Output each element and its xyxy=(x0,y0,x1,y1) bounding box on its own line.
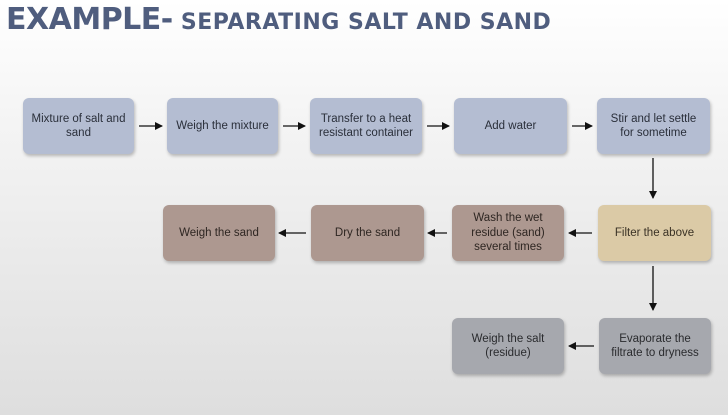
step-mixture: Mixture of salt and sand xyxy=(23,98,134,154)
step-evaporate-label: Evaporate the filtrate to dryness xyxy=(611,332,699,360)
step-add-water-label: Add water xyxy=(484,119,537,132)
step-wash-residue-label: Wash the wet residue (sand) several time… xyxy=(471,212,545,254)
title-rest: SEPARATING SALT AND SAND xyxy=(172,10,552,35)
step-weigh-mixture: Weigh the mixture xyxy=(167,98,278,154)
step-dry-sand: Dry the sand xyxy=(311,205,424,261)
step-weigh-salt: Weigh the salt (residue) xyxy=(452,318,564,374)
step-weigh-sand: Weigh the sand xyxy=(163,205,275,261)
step-add-water: Add water xyxy=(454,98,567,154)
step-weigh-salt-label: Weigh the salt (residue) xyxy=(471,332,545,360)
step-filter: Filter the above xyxy=(598,205,711,261)
step-wash-residue: Wash the wet residue (sand) several time… xyxy=(452,205,564,261)
step-dry-sand-label: Dry the sand xyxy=(334,226,401,239)
step-weigh-mixture-label: Weigh the mixture xyxy=(176,119,269,132)
step-transfer: Transfer to a heat resistant container xyxy=(310,98,422,154)
step-mixture-label: Mixture of salt and sand xyxy=(31,112,126,140)
title-prefix: EXAMPLE- xyxy=(6,2,173,37)
step-filter-label: Filter the above xyxy=(614,226,695,239)
step-stir-settle: Stir and let settle for sometime xyxy=(597,98,710,154)
step-stir-settle-label: Stir and let settle for sometime xyxy=(610,112,697,140)
step-weigh-sand-label: Weigh the sand xyxy=(179,226,259,239)
step-evaporate: Evaporate the filtrate to dryness xyxy=(599,318,711,374)
step-transfer-label: Transfer to a heat resistant container xyxy=(319,112,413,140)
page-title: EXAMPLE- SEPARATING SALT AND SAND xyxy=(6,2,551,37)
